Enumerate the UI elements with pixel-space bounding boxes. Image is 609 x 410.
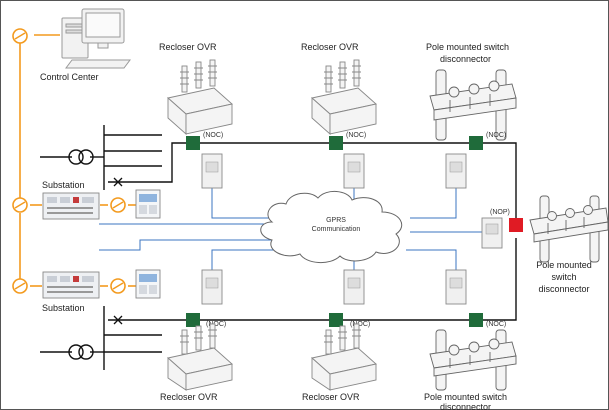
rtu-cabinet-top-3	[445, 153, 467, 189]
noc-tag-top-3: (NOC)	[486, 132, 506, 139]
noc-tag-bottom-1: (NOC)	[206, 321, 226, 328]
nop-tag: (NOP)	[490, 209, 510, 216]
control-wiring	[19, 34, 136, 287]
noc-switch-top-3	[469, 136, 483, 150]
pole-switch-right-label-line2: switch	[551, 272, 576, 282]
cloud-label-line2: Communication	[312, 226, 361, 233]
recloser-bottom-left-label: Recloser OVR	[160, 392, 218, 402]
substation-panel-top	[42, 192, 100, 220]
substation-panel-bottom	[42, 271, 100, 299]
relay-unit-top	[135, 189, 161, 219]
meter-icon-sub-top-right	[110, 197, 126, 213]
pole-switch-bottom-label-line2: disconnector	[440, 402, 491, 410]
recloser-top-mid-label: Recloser OVR	[301, 42, 359, 52]
pole-switch-right-icon	[529, 195, 609, 263]
meter-icon-control	[12, 28, 28, 44]
pole-switch-bottom-label-line1: Pole mounted switch	[424, 392, 507, 402]
meter-icon-sub-top-left	[12, 197, 28, 213]
rtu-cabinet-bottom-1	[201, 269, 223, 305]
recloser-bottom-left-icon	[167, 323, 233, 391]
nop-switch	[509, 218, 523, 232]
pole-switch-top-icon	[429, 69, 517, 141]
rtu-cabinet-bottom-2	[343, 269, 365, 305]
noc-switch-bottom-2	[329, 313, 343, 327]
relay-unit-bottom	[135, 269, 161, 299]
recloser-top-left-icon	[167, 59, 233, 136]
cloud-label-line1: GPRS	[326, 217, 346, 224]
rtu-cabinet-bottom-3	[445, 269, 467, 305]
recloser-bottom-mid-icon	[311, 323, 377, 391]
transformer-bottom-icon	[68, 344, 94, 360]
pole-switch-top-label-line2: disconnector	[440, 54, 491, 64]
noc-tag-bottom-2: (NOC)	[350, 321, 370, 328]
computer-icon	[61, 8, 131, 69]
breaker-top-icon	[113, 177, 123, 187]
substation-top-label: Substation	[42, 180, 85, 190]
noc-switch-bottom-1	[186, 313, 200, 327]
recloser-top-mid-icon	[311, 59, 377, 136]
pole-switch-top-label-line1: Pole mounted switch	[426, 42, 509, 52]
meter-icon-sub-bottom-left	[12, 278, 28, 294]
noc-switch-top-2	[329, 136, 343, 150]
noc-tag-top-2: (NOC)	[346, 132, 366, 139]
gprs-cloud	[260, 191, 403, 263]
power-lines	[40, 125, 517, 370]
meter-icon-sub-bottom-right	[110, 278, 126, 294]
recloser-bottom-mid-label: Recloser OVR	[302, 392, 360, 402]
rtu-cabinet-top-2	[343, 153, 365, 189]
pole-switch-right-label-line1: Pole mounted	[536, 260, 592, 270]
recloser-top-left-label: Recloser OVR	[159, 42, 217, 52]
pole-switch-bottom-icon	[429, 329, 517, 391]
rtu-cabinet-top-1	[201, 153, 223, 189]
breaker-bottom-icon	[113, 315, 123, 325]
noc-tag-top-1: (NOC)	[203, 132, 223, 139]
noc-switch-bottom-3	[469, 313, 483, 327]
rtu-cabinet-nop	[481, 217, 503, 249]
transformer-top-icon	[68, 149, 94, 165]
noc-tag-bottom-3: (NOC)	[486, 321, 506, 328]
noc-switch-top-1	[186, 136, 200, 150]
substation-bottom-label: Substation	[42, 303, 85, 313]
control-center-label: Control Center	[40, 72, 99, 82]
pole-switch-right-label-line3: disconnector	[538, 284, 589, 294]
